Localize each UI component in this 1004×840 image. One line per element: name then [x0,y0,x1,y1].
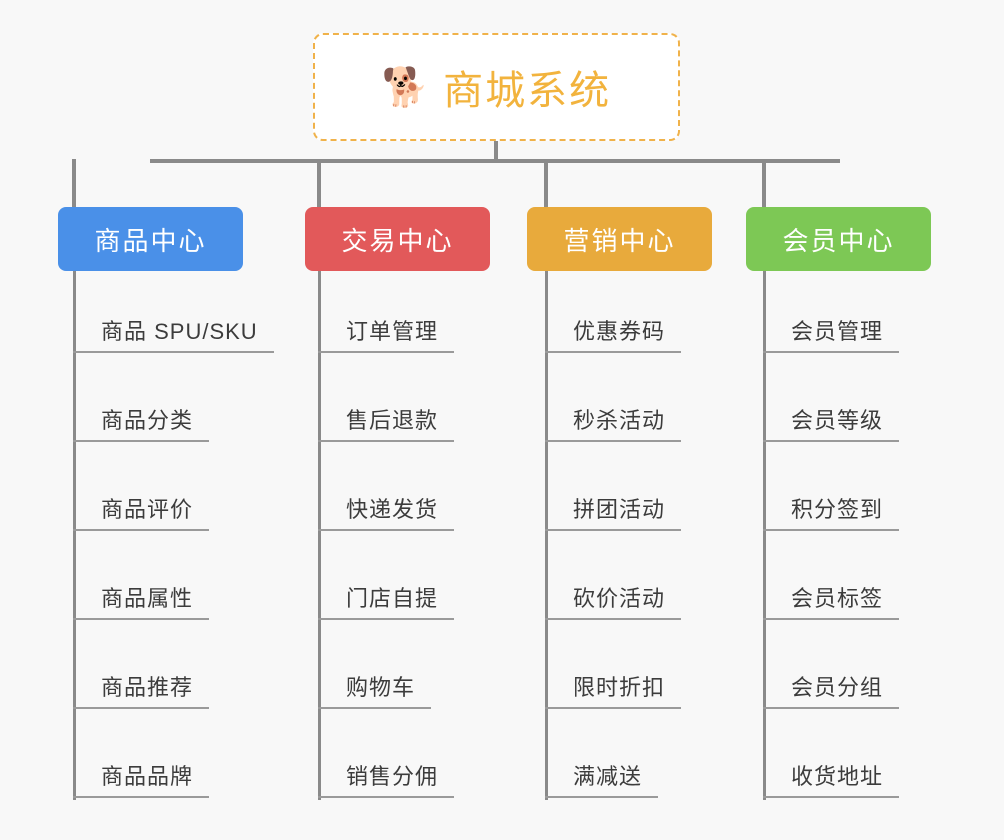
leaf-item-underline [545,707,682,709]
leaf-item-underline [318,529,455,531]
leaf-item-underline [545,351,682,353]
leaf-item-underline [318,351,455,353]
leaf-item[interactable]: 快递发货 [318,479,455,531]
leaf-item[interactable]: 商品品牌 [73,746,210,798]
category-header-marketing-center[interactable]: 营销中心 [527,207,712,271]
leaf-item-underline [73,796,210,798]
leaf-item-underline [73,707,210,709]
leaf-item-label: 快递发货 [346,497,439,522]
leaf-item[interactable]: 满减送 [545,746,659,798]
leaf-item-label: 购物车 [346,675,416,700]
leaf-item-underline [545,796,659,798]
leaf-item[interactable]: 砍价活动 [545,568,682,620]
leaf-item-underline [73,440,210,442]
leaf-item-label: 收货地址 [791,764,884,789]
leaf-item[interactable]: 会员管理 [763,301,900,353]
leaf-item[interactable]: 门店自提 [318,568,455,620]
leaf-item-underline [318,796,455,798]
leaf-item[interactable]: 售后退款 [318,390,455,442]
leaf-item[interactable]: 拼团活动 [545,479,682,531]
category-header-trade-center[interactable]: 交易中心 [305,207,490,271]
leaf-item[interactable]: 限时折扣 [545,657,682,709]
leaf-item[interactable]: 销售分佣 [318,746,455,798]
leaf-item-label: 砍价活动 [573,586,666,611]
leaf-item-underline [545,529,682,531]
leaf-item-label: 售后退款 [346,408,439,433]
leaf-item-label: 商品推荐 [101,675,194,700]
category-header-label: 交易中心 [341,225,454,256]
leaf-item-underline [763,440,900,442]
leaf-item-underline [545,440,682,442]
connector-drop-member-center [762,159,766,209]
leaf-item[interactable]: 会员等级 [763,390,900,442]
category-header-member-center[interactable]: 会员中心 [746,207,931,271]
leaf-item[interactable]: 商品属性 [73,568,210,620]
leaf-item-underline [73,618,210,620]
leaf-item-underline [73,529,210,531]
root-node-title: 商城系统 [443,69,612,113]
leaf-item[interactable]: 订单管理 [318,301,455,353]
leaf-item-label: 会员等级 [791,408,884,433]
leaf-item[interactable]: 积分签到 [763,479,900,531]
leaf-item-label: 秒杀活动 [573,408,666,433]
leaf-item-label: 优惠券码 [573,319,666,344]
leaf-item[interactable]: 商品推荐 [73,657,210,709]
leaf-item[interactable]: 商品分类 [73,390,210,442]
leaf-item[interactable]: 优惠券码 [545,301,682,353]
leaf-item-underline [545,618,682,620]
category-header-label: 会员中心 [782,225,895,256]
connector-trunk-trade-center [318,271,321,800]
leaf-item-underline [763,796,900,798]
category-header-label: 营销中心 [563,225,676,256]
leaf-item-label: 积分签到 [791,497,884,522]
connector-trunk-marketing-center [545,271,548,800]
leaf-item-label: 会员分组 [791,675,884,700]
shiba-dog-icon: 🐕 [381,65,430,109]
leaf-item-label: 拼团活动 [573,497,666,522]
leaf-item-label: 商品评价 [101,497,194,522]
leaf-item[interactable]: 秒杀活动 [545,390,682,442]
leaf-item-underline [763,707,900,709]
leaf-item[interactable]: 会员标签 [763,568,900,620]
leaf-item-underline [763,529,900,531]
leaf-item[interactable]: 收货地址 [763,746,900,798]
leaf-item-label: 商品品牌 [101,764,194,789]
leaf-item[interactable]: 商品 SPU/SKU [73,301,274,353]
connector-drop-product-center [72,159,76,209]
category-header-label: 商品中心 [94,225,207,256]
leaf-item-label: 会员标签 [791,586,884,611]
leaf-item-underline [763,618,900,620]
connector-root-stem [494,141,498,163]
leaf-item-label: 限时折扣 [573,675,666,700]
leaf-item-label: 满减送 [573,764,643,789]
leaf-item-underline [318,707,432,709]
connector-trunk-member-center [763,271,766,800]
leaf-item[interactable]: 会员分组 [763,657,900,709]
leaf-item-label: 商品分类 [101,408,194,433]
leaf-item[interactable]: 购物车 [318,657,432,709]
leaf-item-underline [318,440,455,442]
leaf-item-label: 门店自提 [346,586,439,611]
category-header-product-center[interactable]: 商品中心 [58,207,243,271]
leaf-item-label: 会员管理 [791,319,884,344]
leaf-item-underline [73,351,274,353]
leaf-item-label: 商品属性 [101,586,194,611]
connector-trunk-product-center [73,271,76,800]
root-node-shop-system[interactable]: 🐕 商城系统 [313,33,680,141]
leaf-item-label: 销售分佣 [346,764,439,789]
leaf-item-label: 订单管理 [346,319,439,344]
leaf-item-label: 商品 SPU/SKU [101,319,258,344]
leaf-item-underline [763,351,900,353]
connector-drop-marketing-center [544,159,548,209]
connector-drop-trade-center [317,159,321,209]
leaf-item-underline [318,618,455,620]
connector-horizontal-bar [150,159,840,163]
leaf-item[interactable]: 商品评价 [73,479,210,531]
